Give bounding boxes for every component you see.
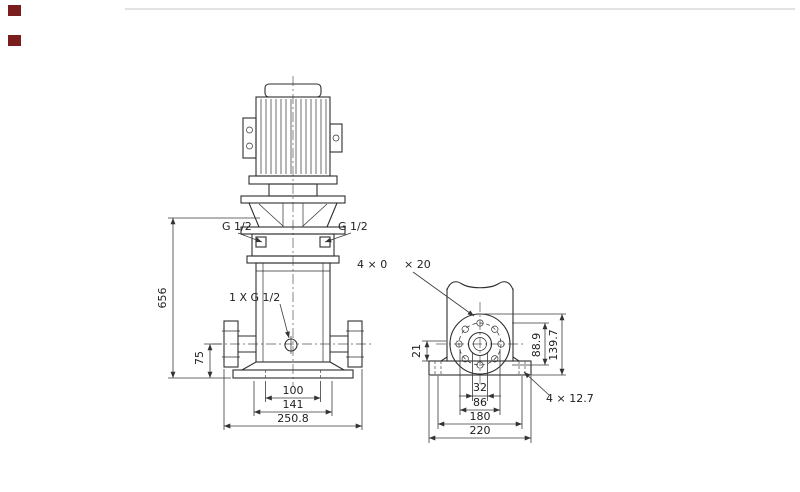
base-holes-label: 4 × 12.7 [546,392,594,405]
front-view-dimensions: 656 75 100 141 250.8 G 1/2 G 1/2 1 X G 1… [156,217,368,430]
discharge-flange [347,320,363,368]
header-marks [8,5,795,46]
dim-port-height-label: 75 [193,351,206,365]
pump-base [232,361,354,379]
bolt-circle [458,322,502,366]
suction-flange [223,320,239,368]
top-holes-label-a: 4 × 0 [357,258,387,271]
dim-bore-label: 32 [473,381,487,394]
logo-mark-top [8,5,21,16]
front-view: 656 75 100 141 250.8 G 1/2 G 1/2 1 X G 1… [156,76,374,430]
terminal-box-right [329,123,343,153]
motor [242,83,343,185]
side-flanges [222,320,364,368]
side-port-label: 1 X G 1/2 [229,291,280,304]
side-view-dimensions: 4 × 0 × 20 21 88.9 139.7 32 86 180 220 4… [357,258,594,443]
side-base [428,356,532,376]
flange-circle [449,313,511,375]
dim-flange-od-label: 139.7 [547,329,560,361]
side-view: 4 × 0 × 20 21 88.9 139.7 32 86 180 220 4… [357,258,594,443]
dim-width-inner-label: 100 [283,384,304,397]
dim-bolt-span-label: 86 [473,396,487,409]
port-bore [467,331,493,357]
logo-mark-bottom [8,35,21,46]
top-holes-label-b: × 20 [404,258,431,271]
dim-width-outer-label: 250.8 [277,412,309,425]
dim-base-width-label: 220 [470,424,491,437]
port-top-left-label: G 1/2 [222,220,252,233]
dim-bolt-circle-label: 88.9 [530,333,543,358]
port-top-right-label: G 1/2 [338,220,368,233]
dim-base-height-label: 21 [410,344,423,358]
side-body [446,281,514,362]
terminal-box [242,117,257,159]
dim-hole-span-label: 180 [470,410,491,423]
chamber-stack [255,262,331,363]
dim-total-height-label: 656 [156,288,169,309]
motor-fins [260,99,327,174]
dim-width-mid-label: 141 [283,398,304,411]
